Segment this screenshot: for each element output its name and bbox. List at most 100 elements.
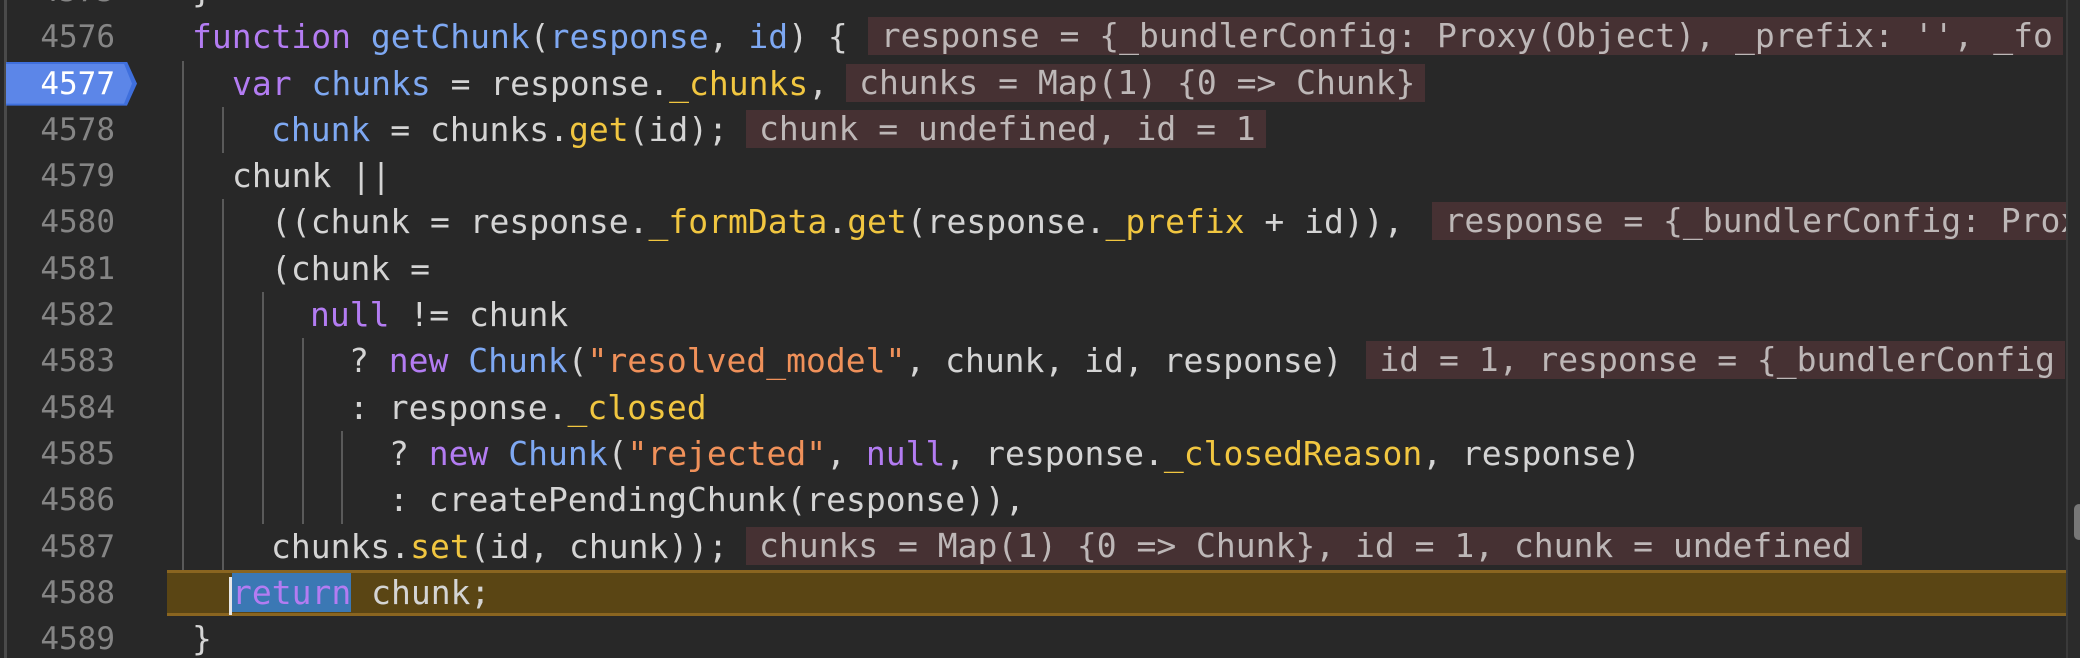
- indent-guide: [182, 338, 184, 385]
- code-part: (response.: [906, 202, 1106, 242]
- ternary-q: ?: [389, 433, 429, 473]
- indent-guide: [222, 384, 224, 431]
- breakpoint-marker-fill: [6, 63, 132, 104]
- function-name: getChunk: [370, 17, 530, 57]
- inline-value[interactable]: id = 1, response = {_bundlerConfig: [1366, 341, 2065, 380]
- line-number[interactable]: 4582: [40, 297, 115, 334]
- code-text: : createPendingChunk(response)),: [389, 480, 1025, 520]
- code-text: ? new Chunk("rejected", null, response._…: [389, 431, 1641, 477]
- comma: ,: [708, 17, 749, 57]
- property: _closed: [567, 387, 707, 427]
- code-line[interactable]: 4589 }: [0, 616, 2066, 658]
- line-number[interactable]: 4584: [40, 389, 115, 426]
- ternary-q: ?: [349, 341, 389, 381]
- paren: (: [567, 341, 588, 381]
- code-text: null != chunk: [310, 292, 568, 338]
- line-number[interactable]: 4579: [40, 158, 115, 195]
- code-line[interactable]: 4586 : createPendingChunk(response)),: [0, 477, 2066, 524]
- text-caret: [229, 576, 232, 615]
- code-text: : response._closed: [349, 385, 707, 431]
- indent-guide: [262, 430, 264, 478]
- execution-line-highlight: [167, 569, 2066, 617]
- indent-guide: [302, 477, 304, 524]
- keyword-return-selected: return: [229, 572, 352, 615]
- code-line-breakpoint[interactable]: 4577 var chunks = response._chunks,chunk…: [0, 60, 2066, 107]
- code-text: ? new Chunk("resolved_model", chunk, id,…: [349, 338, 2065, 384]
- line-number[interactable]: 4578: [40, 111, 115, 148]
- line-number[interactable]: 4586: [40, 482, 115, 519]
- indent-guide: [302, 384, 304, 431]
- comma: ,: [826, 433, 866, 473]
- code-part: (id, chunk));: [469, 526, 728, 566]
- inline-value[interactable]: response = {_bundlerConfig: Proxy(Object…: [867, 17, 2063, 56]
- code-part: chunks.: [271, 526, 411, 566]
- code-part: , chunk, id, response): [905, 341, 1343, 381]
- code-line[interactable]: 4580 ((chunk = response._formData.get(re…: [0, 199, 2066, 246]
- code-line[interactable]: 4584 : response._closed: [0, 384, 2066, 431]
- code-part: != chunk: [389, 295, 569, 335]
- indent-guide: [182, 292, 184, 339]
- code-text: }: [192, 0, 212, 14]
- inline-value[interactable]: response = {_bundlerConfig: Prox: [1431, 202, 2066, 241]
- indent-guide: [262, 338, 264, 385]
- indent-guide: [182, 477, 184, 524]
- line-number[interactable]: 4581: [40, 250, 115, 287]
- line-number[interactable]: 4580: [40, 204, 115, 241]
- property: _prefix: [1105, 202, 1245, 242]
- identifier: chunk: [271, 109, 371, 149]
- class-name: Chunk: [468, 341, 568, 381]
- param-response: response: [549, 17, 709, 57]
- indent-guide: [182, 60, 184, 107]
- line-number[interactable]: 4577: [40, 65, 115, 102]
- indent-guide: [182, 199, 184, 246]
- code-part: ((chunk = response.: [271, 202, 649, 242]
- line-number[interactable]: 4588: [40, 574, 115, 611]
- code-part: : response.: [349, 387, 568, 427]
- line-number[interactable]: 4589: [40, 621, 115, 658]
- inline-value[interactable]: chunk = undefined, id = 1: [745, 109, 1266, 148]
- paren: (: [607, 433, 628, 473]
- indent-guide: [182, 523, 184, 570]
- indent-guide: [341, 430, 343, 478]
- line-number[interactable]: 4576: [40, 19, 115, 56]
- indent-guide: [222, 106, 224, 154]
- code-line[interactable]: 4581 (chunk =: [0, 245, 2066, 293]
- method: set: [410, 526, 470, 566]
- indent-guide: [222, 338, 224, 385]
- inline-value[interactable]: chunks = Map(1) {0 => Chunk}, id = 1, ch…: [745, 526, 1862, 565]
- code-line-paused[interactable]: 4588 return chunk;: [0, 569, 2066, 617]
- code-text: }: [192, 616, 212, 658]
- code-line[interactable]: 4579 chunk ||: [0, 153, 2066, 200]
- vertical-scrollbar[interactable]: [2066, 0, 2080, 658]
- code-line[interactable]: 4583 ? new Chunk("resolved_model", chunk…: [0, 338, 2066, 385]
- scrollbar-thumb[interactable]: [2074, 504, 2080, 540]
- paren: (: [529, 17, 550, 57]
- indent-guide: [182, 153, 184, 200]
- keyword-new: new: [388, 341, 449, 381]
- code-line[interactable]: 4582 null != chunk: [0, 292, 2066, 339]
- line-number[interactable]: 4585: [40, 435, 115, 472]
- code-line[interactable]: 4587 chunks.set(id, chunk)); chunks = Map…: [0, 523, 2066, 570]
- gutter-edge: [4, 0, 7, 658]
- keyword-return: return: [232, 572, 352, 612]
- keyword-new: new: [428, 433, 489, 473]
- brace: }: [192, 619, 212, 658]
- line-number[interactable]: 4587: [40, 528, 115, 565]
- line-number[interactable]: 4575: [0, 0, 115, 14]
- indent-guide: [182, 106, 184, 154]
- code-line[interactable]: 4575 }: [0, 0, 2066, 14]
- code-line[interactable]: 4578 chunk = chunks.get(id);chunk = unde…: [0, 106, 2066, 154]
- code-part: , response.: [945, 433, 1164, 473]
- code-text: function getChunk(response, id) {respons…: [192, 14, 2063, 60]
- line-number[interactable]: 4583: [40, 343, 115, 380]
- keyword-null: null: [310, 295, 390, 335]
- code-line[interactable]: 4585 ? new Chunk("rejected", null, respo…: [0, 430, 2066, 478]
- indent-guide: [262, 292, 264, 339]
- indent-guide: [302, 430, 304, 478]
- method: get: [847, 202, 907, 242]
- code-line[interactable]: 4576 function getChunk(response, id) {re…: [0, 14, 2066, 60]
- code-part: , response): [1422, 433, 1641, 473]
- property: _chunks: [669, 63, 809, 103]
- inline-value[interactable]: chunks = Map(1) {0 => Chunk}: [846, 63, 1426, 102]
